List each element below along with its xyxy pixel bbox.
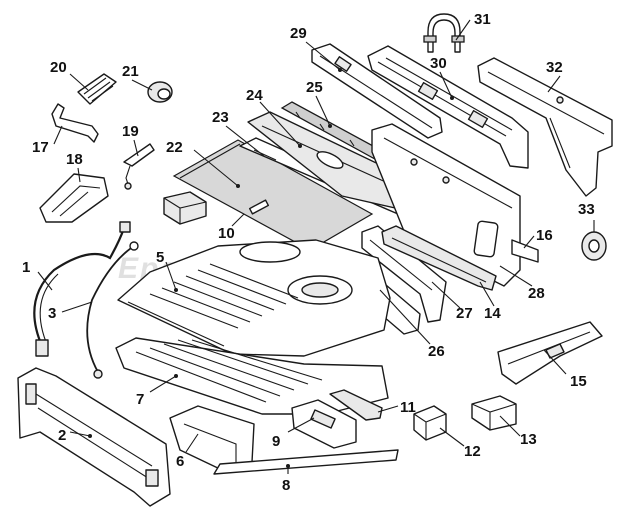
callout-12: 12 <box>464 443 481 460</box>
part-20-vent <box>77 73 117 105</box>
part-33-grommet <box>581 231 607 261</box>
callout-22: 22 <box>166 139 183 156</box>
callout-29: 29 <box>290 25 307 42</box>
part-15-rail <box>497 321 603 385</box>
part-1-cable <box>33 221 131 357</box>
callout-17: 17 <box>32 139 49 156</box>
part-31-u-bolt <box>423 13 465 53</box>
part-7-floor-pan <box>115 337 389 415</box>
callout-31: 31 <box>474 11 491 28</box>
leader-lines <box>37 19 595 474</box>
callout-11: 11 <box>400 399 416 416</box>
part-11-sill <box>329 389 383 421</box>
callout-28: 28 <box>528 285 545 302</box>
callout-5: 5 <box>156 249 164 266</box>
callout-25: 25 <box>306 79 323 96</box>
callout-24: 24 <box>246 87 263 104</box>
callout-16: 16 <box>536 227 553 244</box>
callout-27: 27 <box>456 305 473 322</box>
callout-14: 14 <box>484 305 501 322</box>
part-19-sensor <box>123 143 155 190</box>
part-28-rear-panel <box>371 123 521 287</box>
callout-19: 19 <box>122 123 139 140</box>
part-5-floor-pan <box>117 239 391 357</box>
callout-21: 21 <box>122 63 139 80</box>
callout-15: 15 <box>570 373 587 390</box>
part-2-cross-member <box>17 367 171 507</box>
callout-20: 20 <box>50 59 67 76</box>
callout-33: 33 <box>578 201 595 218</box>
part-32-side-member <box>477 57 613 197</box>
callout-23: 23 <box>212 109 229 126</box>
callout-30: 30 <box>430 55 447 72</box>
part-18-bracket <box>39 173 109 223</box>
part-3-wire <box>86 241 139 379</box>
part-16-bracket <box>511 239 539 263</box>
part-21-grommet <box>147 81 173 103</box>
callout-6: 6 <box>176 453 184 470</box>
callout-1: 1 <box>22 259 30 276</box>
callout-7: 7 <box>136 391 144 408</box>
callout-32: 32 <box>546 59 563 76</box>
callout-labels: 1 2 3 5 6 7 8 9 10 11 12 13 14 15 16 17 … <box>22 11 595 494</box>
callout-18: 18 <box>66 151 83 168</box>
callout-26: 26 <box>428 343 445 360</box>
part-8-strip <box>213 449 399 475</box>
callout-8: 8 <box>282 477 290 494</box>
part-12-bracket <box>413 405 447 441</box>
part-17-handle <box>51 103 99 143</box>
part-14-rail <box>381 225 497 291</box>
part-29-rail <box>311 43 443 139</box>
part-10-box <box>163 191 207 225</box>
callout-9: 9 <box>272 433 280 450</box>
part-22-panel <box>172 139 374 251</box>
callout-13: 13 <box>520 431 537 448</box>
part-9-cross-member <box>291 399 357 449</box>
callout-10: 10 <box>218 225 235 242</box>
callout-3: 3 <box>48 305 56 322</box>
part-30-rail <box>367 45 529 169</box>
callout-2: 2 <box>58 427 66 444</box>
